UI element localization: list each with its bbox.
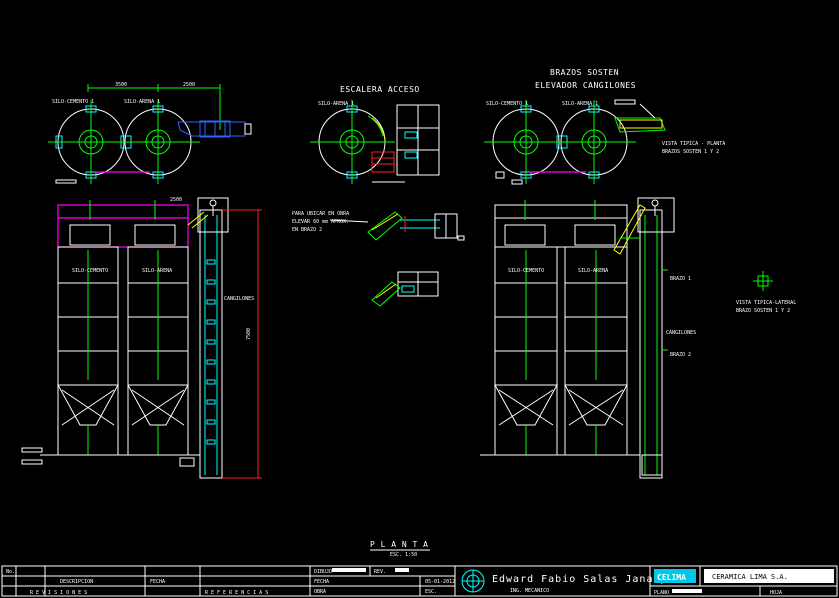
tb-col-fecha: FECHA (150, 579, 165, 585)
tb-dibujo: DIBUJO (314, 569, 332, 575)
tb-obra: OBRA (314, 589, 326, 595)
label-cangilones-left: CANGILONES (224, 296, 254, 302)
planta-scale: ESC. 1:50 (390, 552, 417, 558)
label-cangilones-right: CANGILONES (666, 330, 696, 336)
title-block: No. DESCRIPCION FECHA R E V I S I O N E … (1, 565, 838, 597)
label-vista-planta-1: VISTA TIPICA - PLANTA (662, 141, 725, 147)
tb-hoja: HOJA (770, 590, 782, 596)
label-silo-arena-plan: SILO-ARENA 1 (124, 99, 160, 105)
title-brazos-2: ELEVADOR CANGILONES (535, 81, 636, 90)
tb-company: CERAMICA LIMA S.A. (712, 573, 788, 581)
label-vista-lateral-2: BRAZO SOSTEN 1 Y 2 (736, 308, 790, 314)
label-silo-cemento-brazos: SILO-CEMENTO 1 (486, 101, 528, 107)
dim-b: 2500 (183, 82, 195, 88)
label-silo-cemento-elev: SILO-CEMENTO (72, 268, 108, 274)
dim-a: 3500 (115, 82, 127, 88)
plan-view-left: 3500 2500 SILO-CEMENTO 1 SILO-ARENA 1 (48, 82, 252, 184)
title-escalera: ESCALERA ACCESO (340, 85, 420, 94)
tb-escala: ESC. (425, 589, 437, 595)
note-3: EN BRAZO 2 (292, 227, 322, 233)
elevation-view-right: SILO-CEMENTO SILO-ARENA BRAZO 1 CANGILON… (480, 197, 696, 479)
label-brazo-1: BRAZO 1 (670, 276, 691, 282)
label-silo-arena-elev: SILO-ARENA (142, 268, 172, 274)
tb-author-sub: ING. MECANICO (510, 588, 549, 594)
note-1: PARA UBICAR EN OBRA (292, 211, 349, 217)
brazos-sosten-plan: BRAZOS SOSTEN ELEVADOR CANGILONES SILO-C… (484, 68, 725, 185)
tb-rev: REV. (374, 569, 386, 575)
tb-plano: PLANO (654, 590, 669, 596)
label-silo-arena-escalera: SILO-ARENA 1 (318, 101, 354, 107)
elevation-tag: 2500 (170, 197, 182, 203)
company-logo-block (654, 569, 696, 583)
tb-col-no: No. (6, 569, 15, 575)
label-vista-planta-2: BRAZOS SOSTEN 1 Y 2 (662, 149, 719, 155)
label-silo-arena-elev-2: SILO-ARENA (578, 268, 608, 274)
tb-company-logo: CELIMA (657, 573, 686, 582)
note-2: ELEVAR 60 mm APROX. (292, 219, 349, 225)
tb-fecha-val: 05-01-2012 (425, 579, 455, 585)
tb-referencias: R E F E R E N C I A S (205, 590, 268, 596)
title-brazos-1: BRAZOS SOSTEN (550, 68, 619, 77)
tb-author: Edward Fabio Salas Janampa (492, 574, 675, 585)
tb-col-desc: DESCRIPCION (60, 579, 93, 585)
label-vista-lateral-1: VISTA TIPICA-LATERAL (736, 300, 796, 306)
escalera-acceso-view: ESCALERA ACCESO SILO-ARENA 1 PARA UBICAR… (292, 85, 465, 307)
tb-revisiones: R E V I S I O N E S (30, 590, 87, 596)
label-brazo-2: BRAZO 2 (670, 352, 691, 358)
label-silo-arena-brazos: SILO-ARENA 1 (562, 101, 598, 107)
elevation-view-left: 2500 SILO-CEMENTO SILO-ARENA (21, 197, 262, 479)
dim-total: 7500 (246, 328, 252, 340)
label-silo-cemento-elev-2: SILO-CEMENTO (508, 268, 544, 274)
label-silo-cemento-plan: SILO-CEMENTO 1 (52, 99, 94, 105)
tb-fecha: FECHA (314, 579, 329, 585)
planta-title: P L A N T A (370, 540, 428, 549)
vista-lateral-detail: VISTA TIPICA-LATERAL BRAZO SOSTEN 1 Y 2 (736, 271, 796, 314)
